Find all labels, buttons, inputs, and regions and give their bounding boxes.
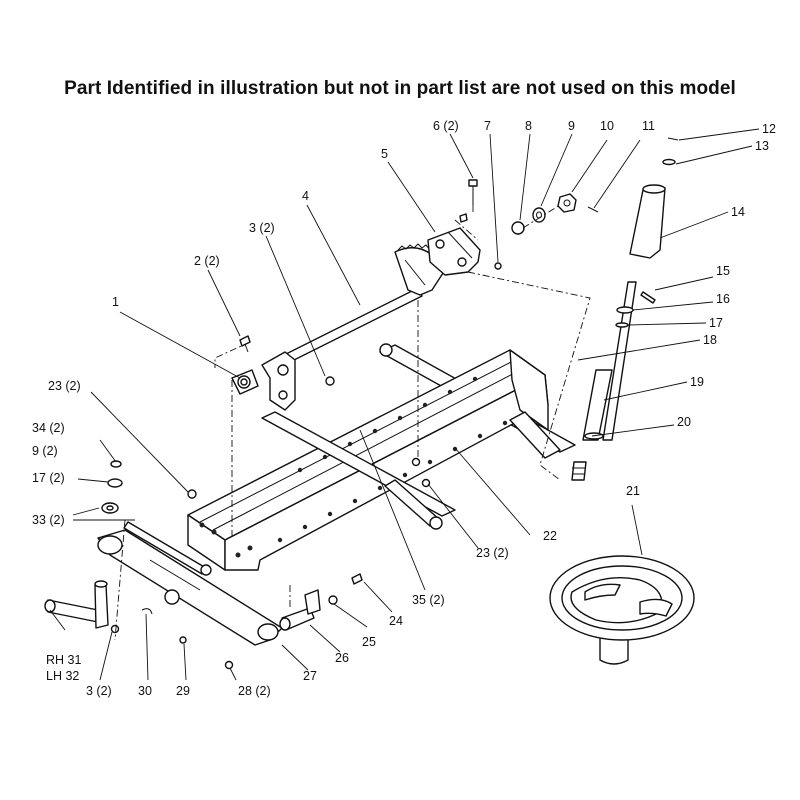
callout-8: 8 [525, 119, 532, 133]
callout-35: 35 (2) [412, 593, 445, 607]
callout-22: 22 [543, 529, 557, 543]
flange-bearing [231, 369, 259, 395]
callout-14: 14 [731, 205, 745, 219]
rear-cross-tube [261, 411, 561, 530]
callout-20: 20 [677, 415, 691, 429]
tie-rod [123, 521, 212, 576]
pinion-washer [532, 207, 546, 223]
callout-7: 7 [484, 119, 491, 133]
callout-3-upper: 3 (2) [249, 221, 275, 235]
callout-23-left: 23 (2) [48, 379, 81, 393]
callout-28: 28 (2) [238, 684, 271, 698]
callout-24: 24 [389, 614, 403, 628]
callout-10: 10 [600, 119, 614, 133]
callout-17-left: 17 (2) [32, 471, 65, 485]
pinion-nut [557, 193, 577, 213]
callout-29: 29 [176, 684, 190, 698]
callout-25: 25 [362, 635, 376, 649]
callout-33: 33 (2) [32, 513, 65, 527]
callout-6: 6 (2) [433, 119, 459, 133]
callout-11: 11 [642, 119, 655, 133]
callout-4: 4 [302, 189, 309, 203]
callout-16: 16 [716, 292, 730, 306]
callout-3-lower: 3 (2) [86, 684, 112, 698]
callout-2: 2 (2) [194, 254, 220, 268]
pinion-clip [494, 262, 502, 270]
diagram-notice: Part Identified in illustration but not … [64, 78, 736, 99]
spindle-right [279, 589, 321, 631]
callout-34: 34 (2) [32, 421, 65, 435]
hardware-small [101, 457, 431, 670]
leader-lines [49, 128, 760, 681]
callout-19: 19 [690, 375, 704, 389]
steering-column [571, 137, 679, 481]
callout-27: 27 [303, 669, 317, 683]
callout-13: 13 [755, 139, 769, 153]
front-axle [97, 529, 283, 646]
callout-lh-32: LH 32 [46, 669, 79, 683]
callout-9-left: 9 (2) [32, 444, 58, 458]
callout-15: 15 [716, 264, 730, 278]
frame-holes [199, 376, 508, 558]
bracket-nut [325, 376, 335, 386]
callout-26: 26 [335, 651, 349, 665]
callout-1: 1 [112, 295, 119, 309]
pinion-bushing [511, 221, 525, 235]
callout-5: 5 [381, 147, 388, 161]
callout-21: 21 [626, 484, 640, 498]
callout-12: 12 [762, 122, 776, 136]
callout-17: 17 [709, 316, 723, 330]
callout-23-right: 23 (2) [476, 546, 509, 560]
callout-labels: 1 2 (2) 3 (2) 4 5 6 (2) 7 8 9 10 11 12 1… [32, 119, 776, 698]
shaft-bracket [261, 351, 296, 411]
spindle-left [44, 580, 109, 629]
callout-rh-31: RH 31 [46, 653, 81, 667]
callout-9: 9 [568, 119, 575, 133]
callout-18: 18 [703, 333, 717, 347]
pinion-bracket [427, 227, 481, 276]
pinion-pin [587, 206, 599, 213]
callout-30: 30 [138, 684, 152, 698]
pinion-bracket-bolt [459, 179, 478, 223]
steering-wheel [549, 555, 695, 665]
